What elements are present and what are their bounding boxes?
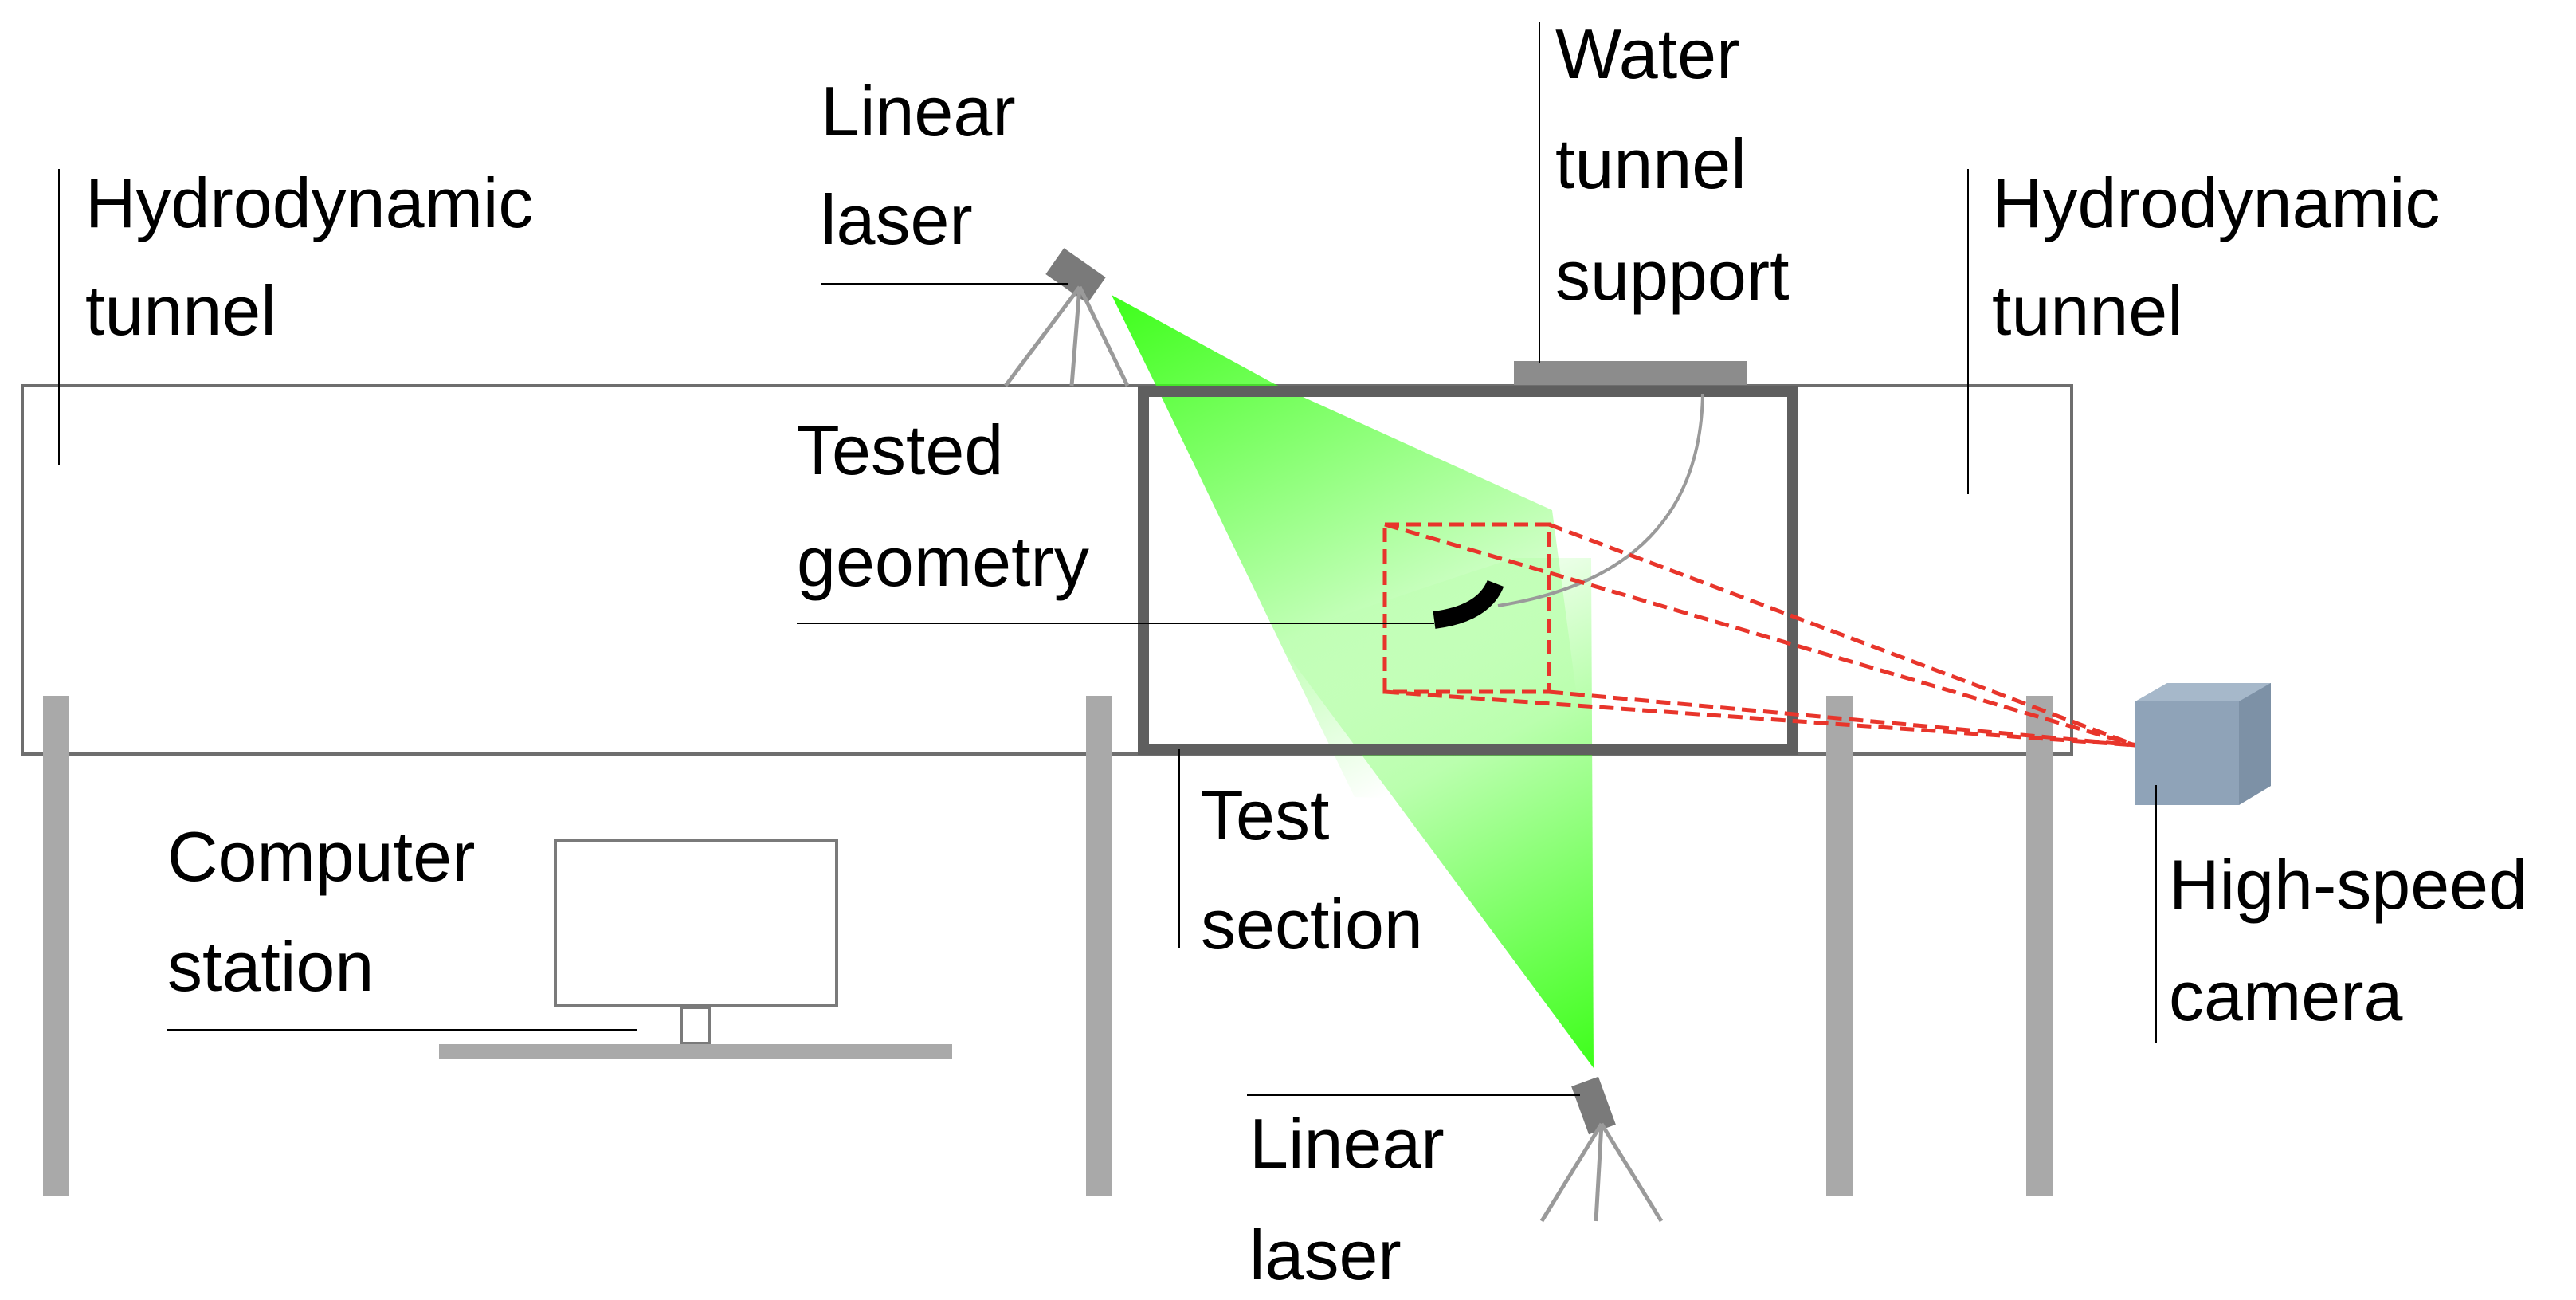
label-linear-laser-top: Linear [821,72,1016,151]
label-test-section: Test [1201,776,1329,854]
water-tunnel-support-plate [1514,361,1747,385]
label-computer-station: station [167,927,374,1006]
camera-icon [2135,683,2271,805]
label-high-speed-camera: camera [2169,956,2402,1035]
label-high-speed-camera: High-speed [2169,845,2527,924]
label-water-tunnel-support: Water [1555,14,1739,93]
leader-lines [58,22,2157,1096]
label-hydrodynamic-tunnel-right: Hydrodynamic [1992,163,2440,242]
label-computer-station: Computer [167,817,475,896]
laser-icon [1539,1076,1664,1223]
label-hydrodynamic-tunnel-left: tunnel [85,271,276,350]
camera-field-of-view [1382,522,1551,694]
label-linear-laser-bottom: Linear [1249,1104,1445,1183]
tested-geometry-shape [1433,579,1504,629]
label-water-tunnel-support: tunnel [1555,124,1747,203]
test-section-frame [1138,386,1798,755]
monitor-icon [439,839,952,1059]
geometry-support-arm [1497,393,1704,607]
support-post [1086,696,1112,1196]
camera-view-lines [1384,522,2136,748]
label-linear-laser-bottom: laser [1249,1216,1402,1294]
support-post [2026,696,2053,1196]
laser-icon [1004,248,1130,387]
label-linear-laser-top: laser [821,180,973,259]
hydrodynamic-tunnel [21,384,2073,756]
laser-sheet-bottom [1275,558,1594,1068]
label-tested-geometry: Tested [797,410,1003,489]
support-post [43,696,69,1196]
label-hydrodynamic-tunnel-right: tunnel [1992,271,2183,350]
label-water-tunnel-support: support [1555,236,1790,315]
label-tested-geometry: geometry [797,522,1089,601]
support-post [1826,696,1853,1196]
label-test-section: section [1201,885,1423,964]
label-hydrodynamic-tunnel-left: Hydrodynamic [85,163,533,242]
